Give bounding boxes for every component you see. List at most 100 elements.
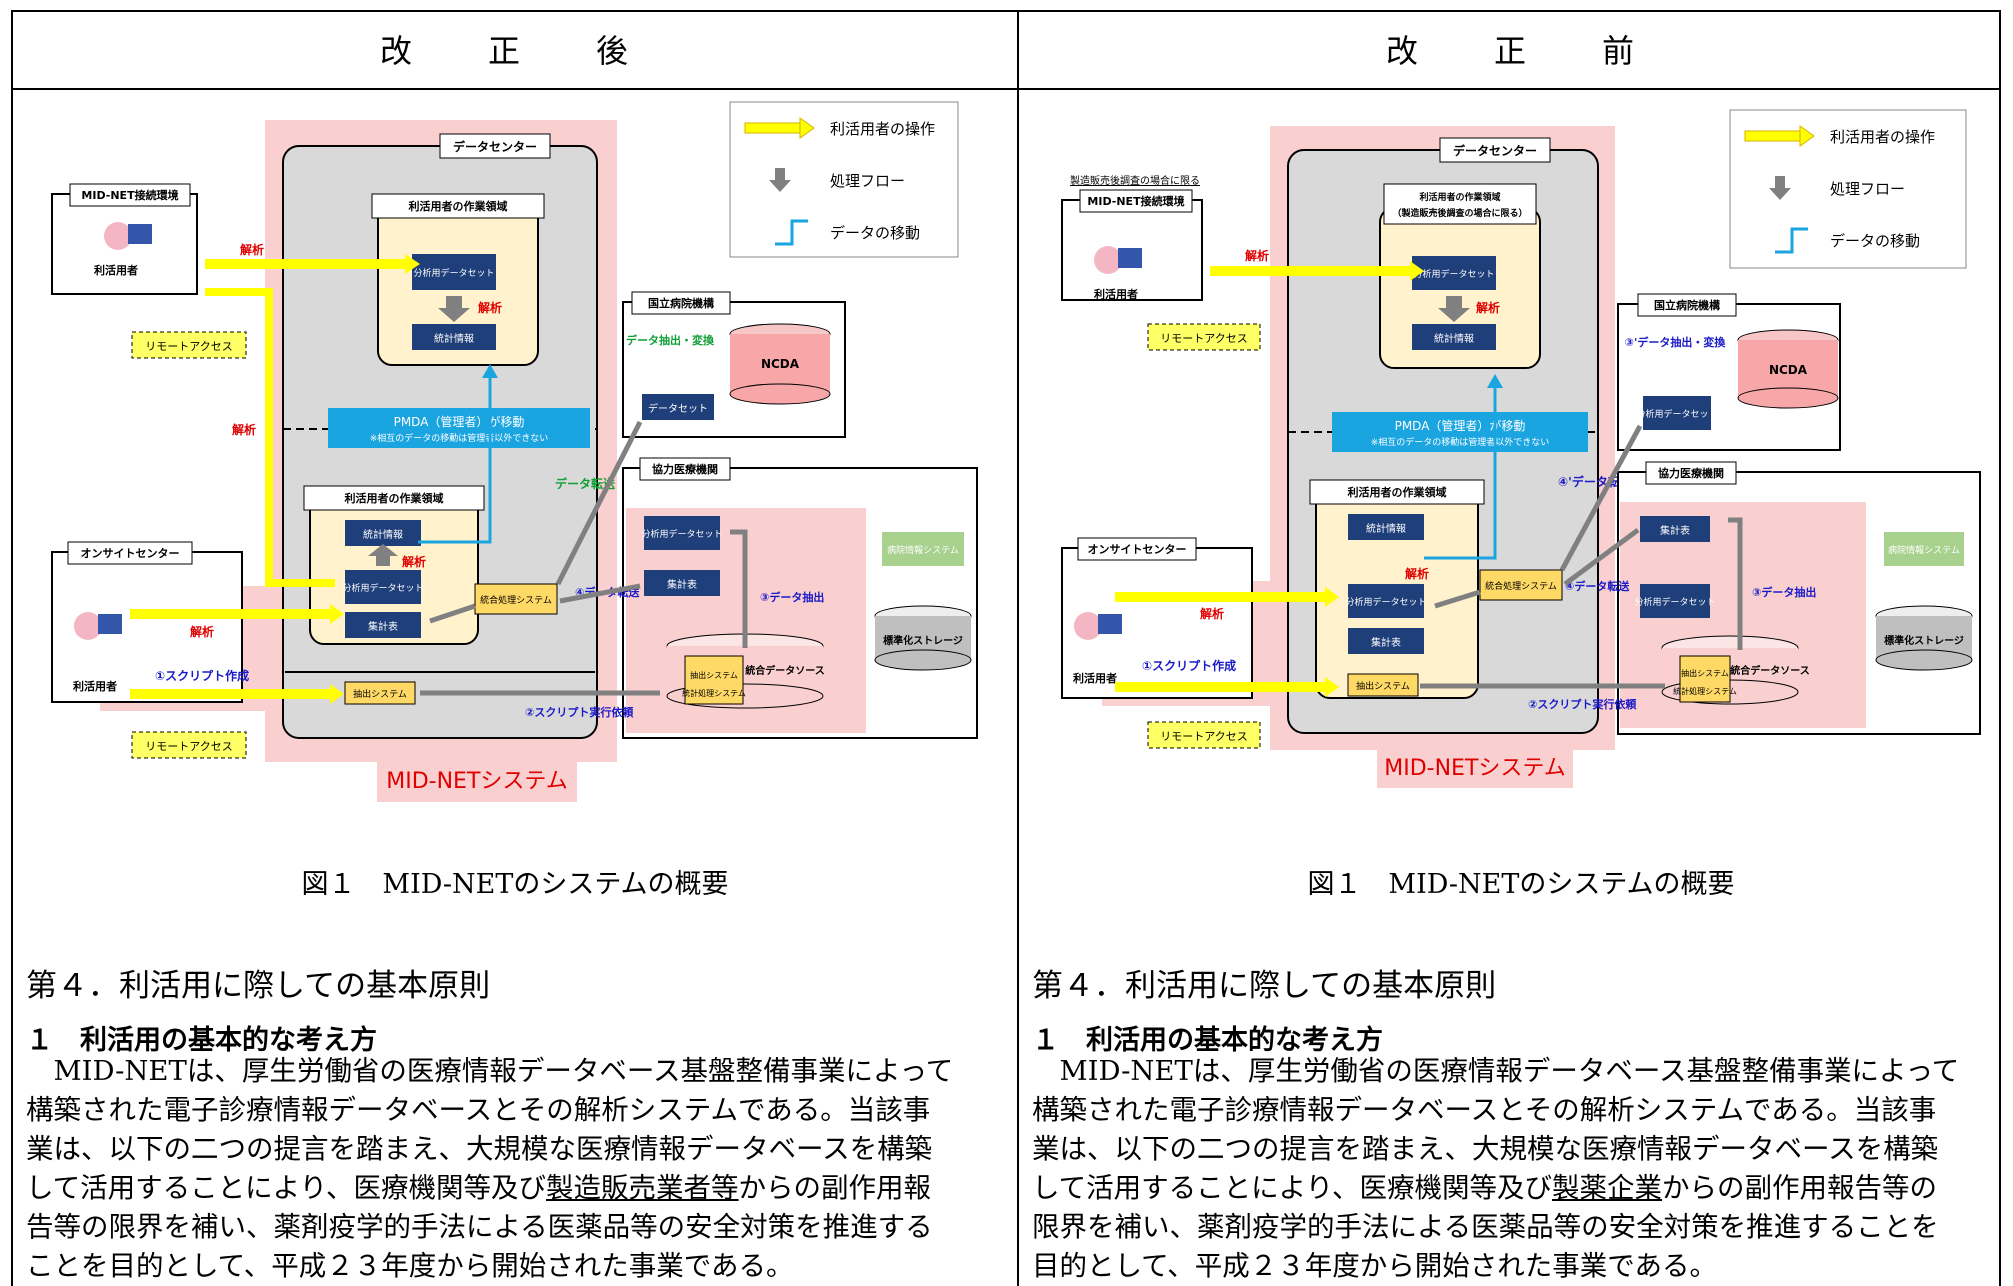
svg-text:集計表: 集計表: [667, 578, 697, 591]
svg-text:統計情報: 統計情報: [1434, 332, 1474, 345]
svg-text:協力医療機関: 協力医療機関: [1658, 466, 1724, 480]
svg-text:統合処理システム: 統合処理システム: [1485, 580, 1557, 592]
svg-text:利活用者の作業領域: 利活用者の作業領域: [409, 199, 508, 213]
svg-text:統計情報: 統計情報: [434, 332, 474, 345]
svg-text:解析: 解析: [478, 300, 502, 315]
figure-caption-after: 図１ MID-NETのシステムの概要: [301, 869, 729, 900]
figure-caption-before: 図１ MID-NETのシステムの概要: [1307, 869, 1735, 900]
svg-text:分析用データセット: 分析用データセット: [1634, 596, 1715, 608]
svg-text:利活用者の操作: 利活用者の操作: [1830, 128, 1935, 146]
svg-text:（製造販売後調査の場合に限る）: （製造販売後調査の場合に限る）: [1392, 207, 1527, 219]
svg-text:MID-NET接続環境: MID-NET接続環境: [81, 188, 178, 202]
svg-text:統計処理システム: 統計処理システム: [1673, 686, 1737, 696]
svg-text:解析: 解析: [1245, 248, 1269, 263]
section-title-after: 第４．利活用に際しての基本原則: [26, 968, 491, 1004]
column-header-after: 改 正 後: [379, 32, 650, 70]
svg-text:利活用者: 利活用者: [1073, 671, 1117, 685]
svg-text:解析: 解析: [232, 422, 256, 437]
svg-text:抽出システム: 抽出システム: [1356, 680, 1410, 692]
svg-text:オンサイトセンター: オンサイトセンター: [81, 547, 180, 560]
changed-term-after: 製造販売業者等: [546, 1172, 739, 1204]
svg-text:PMDA（管理者）が移動: PMDA（管理者）が移動: [1395, 418, 1526, 433]
svg-text:データセンター: データセンター: [1453, 143, 1537, 158]
svg-text:分析用データセット: 分析用データセット: [342, 582, 423, 594]
svg-text:解析: 解析: [402, 554, 426, 569]
svg-text:リモートアクセス: リモートアクセス: [145, 340, 232, 353]
svg-text:国立病院機構: 国立病院機構: [648, 296, 714, 310]
svg-text:利活用者の作業領域: 利活用者の作業領域: [1348, 485, 1447, 499]
svg-text:データの移動: データの移動: [1830, 232, 1920, 250]
svg-text:③'データ抽出・変換: ③'データ抽出・変換: [1625, 335, 1727, 349]
svg-text:NCDA: NCDA: [1769, 363, 1808, 377]
svg-text:利活用者: 利活用者: [1094, 287, 1138, 301]
svg-text:データセンター: データセンター: [453, 139, 537, 154]
svg-text:解析: 解析: [190, 624, 214, 639]
svg-text:国立病院機構: 国立病院機構: [1654, 298, 1720, 312]
svg-text:②スクリプト実行依頼: ②スクリプト実行依頼: [1528, 697, 1637, 711]
paragraph-after: MID-NETは、厚生労働省の医療情報データベース基盤整備事業によって 構築され…: [26, 1055, 954, 1282]
svg-text:分析用データセット: 分析用データセット: [1413, 268, 1494, 280]
svg-text:抽出システム: 抽出システム: [353, 688, 407, 700]
svg-text:利活用者: 利活用者: [94, 263, 138, 277]
svg-text:MID-NET接続環境: MID-NET接続環境: [1087, 194, 1184, 208]
svg-text:リモートアクセス: リモートアクセス: [1160, 730, 1247, 743]
svg-text:解析: 解析: [240, 242, 264, 257]
header-divider: [11, 88, 2001, 90]
svg-text:分析用データセット: 分析用データセット: [413, 267, 494, 279]
system-diagram-after: MID-NETシステム データセンター 利活用者の作業領域 分析用データセット …: [51, 101, 978, 802]
svg-text:オンサイトセンター: オンサイトセンター: [1088, 543, 1187, 556]
svg-text:処理フロー: 処理フロー: [830, 172, 905, 190]
svg-text:抽出システム: 抽出システム: [690, 670, 738, 680]
svg-text:解析: 解析: [1405, 566, 1429, 581]
column-divider: [1017, 10, 1019, 1286]
svg-text:④データ転送: ④データ転送: [1565, 579, 1630, 593]
svg-text:MID-NETシステム: MID-NETシステム: [1384, 756, 1566, 781]
svg-text:統合処理システム: 統合処理システム: [480, 594, 552, 606]
subsection-title-after: １ 利活用の基本的な考え方: [26, 1025, 377, 1056]
section-title-before: 第４．利活用に際しての基本原則: [1032, 968, 1497, 1004]
svg-text:データの移動: データの移動: [830, 224, 920, 242]
svg-text:②スクリプト実行依頼: ②スクリプト実行依頼: [525, 705, 634, 719]
svg-text:抽出システム: 抽出システム: [1681, 668, 1729, 678]
svg-text:①スクリプト作成: ①スクリプト作成: [1142, 658, 1236, 673]
svg-text:統合データソース: 統合データソース: [745, 664, 825, 677]
svg-text:解析: 解析: [1476, 300, 1500, 315]
pmda-banner: [328, 408, 590, 448]
svg-text:データ抽出・変換: データ抽出・変換: [626, 333, 715, 347]
svg-text:集計表: 集計表: [1371, 636, 1401, 649]
svg-text:標準化ストレージ: 標準化ストレージ: [1884, 634, 1964, 647]
svg-text:処理フロー: 処理フロー: [1830, 180, 1905, 198]
mid-net-label-box: [377, 758, 577, 802]
svg-text:③データ抽出: ③データ抽出: [1752, 585, 1816, 599]
svg-text:解析: 解析: [1200, 606, 1224, 621]
svg-text:利活用者の操作: 利活用者の操作: [830, 120, 935, 138]
svg-text:標準化ストレージ: 標準化ストレージ: [883, 634, 963, 647]
svg-text:製造販売後調査の場合に限る: 製造販売後調査の場合に限る: [1070, 174, 1200, 187]
user-icon: [104, 222, 132, 250]
svg-text:病院情報システム: 病院情報システム: [887, 544, 959, 556]
svg-text:利活用者の作業領域: 利活用者の作業領域: [345, 491, 444, 505]
svg-text:NCDA: NCDA: [761, 357, 800, 371]
svg-text:統計情報: 統計情報: [363, 528, 403, 541]
changed-term-before: 製薬企業: [1552, 1172, 1663, 1204]
svg-text:集計表: 集計表: [1660, 524, 1690, 537]
svg-text:リモートアクセス: リモートアクセス: [1160, 332, 1247, 345]
system-diagram-before: MID-NETシステム データセンター 利活用者の作業領域 （製造販売後調査の場…: [1061, 109, 1981, 788]
svg-text:利活用者: 利活用者: [73, 679, 117, 693]
svg-text:分析用データセット: 分析用データセット: [1636, 408, 1717, 420]
svg-text:集計表: 集計表: [368, 620, 398, 633]
svg-text:データセット: データセット: [648, 402, 708, 415]
svg-text:統計情報: 統計情報: [1366, 522, 1406, 535]
svg-text:③データ抽出: ③データ抽出: [760, 590, 824, 604]
svg-text:統計処理システム: 統計処理システム: [682, 688, 746, 698]
svg-text:①スクリプト作成: ①スクリプト作成: [155, 668, 249, 683]
svg-text:分析用データセット: 分析用データセット: [641, 528, 722, 540]
column-header-before: 改 正 前: [1385, 32, 1656, 70]
paragraph-before: MID-NETは、厚生労働省の医療情報データベース基盤整備事業によって 構築され…: [1032, 1055, 1960, 1282]
svg-text:統合データソース: 統合データソース: [1730, 664, 1810, 677]
svg-text:PMDA（管理者）が移動: PMDA（管理者）が移動: [394, 414, 525, 429]
svg-text:※相互のデータの移動は管理者以外できない: ※相互のデータの移動は管理者以外できない: [1371, 436, 1550, 448]
svg-text:病院情報システム: 病院情報システム: [1888, 544, 1960, 556]
svg-text:データ転送: データ転送: [555, 476, 616, 491]
subsection-title-before: １ 利活用の基本的な考え方: [1032, 1025, 1383, 1056]
